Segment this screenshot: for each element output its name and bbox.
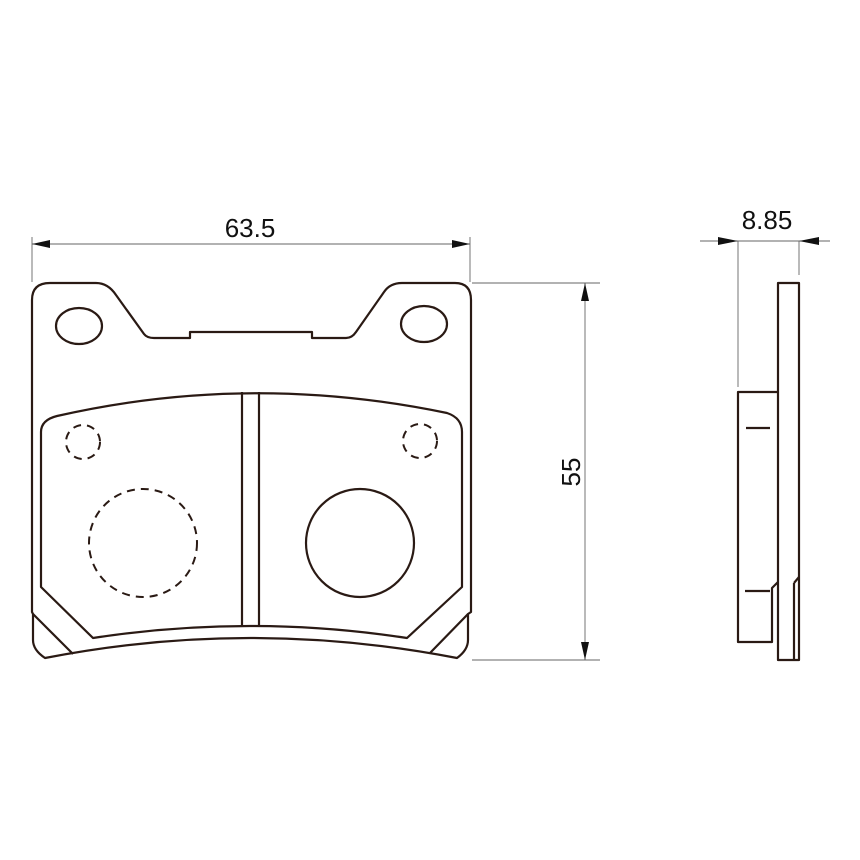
left-mounting-hole [54,306,104,346]
piston-circle [304,487,416,599]
right-mounting-hole [399,304,449,344]
left-chamfer-line [32,613,74,655]
arrow-left-icon [799,237,819,245]
right-hidden-pin-circle [402,423,438,459]
arrow-right-icon [718,237,738,245]
side-view [736,281,801,662]
right-chamfer-line [429,613,469,654]
side-view-outline [736,281,801,662]
height-dimension: 55 [472,282,600,661]
arrow-left-icon [32,240,50,248]
arrow-up-icon [581,283,589,301]
hidden-piston-circle [88,488,198,598]
arrow-down-icon [581,642,589,660]
thickness-label: 8.85 [742,205,793,235]
backing-plate-outline [30,281,473,660]
thickness-dimension: 8.85 [700,205,830,387]
width-label: 63.5 [225,213,276,243]
left-hidden-pin-circle [65,424,101,460]
arrow-right-icon [452,240,470,248]
friction-pad-outline [39,392,464,640]
height-label: 55 [556,458,586,487]
width-dimension: 63.5 [31,213,471,282]
